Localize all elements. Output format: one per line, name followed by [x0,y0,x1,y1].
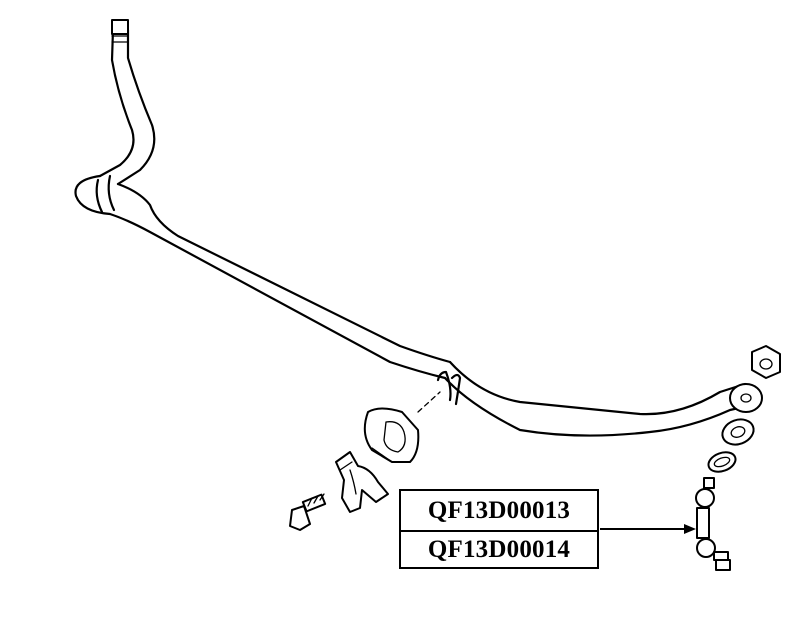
link-washer [707,451,737,473]
bushing-bracket [335,451,389,513]
bar-bushing [363,391,441,463]
bracket-bolt [289,493,327,531]
leader-arrow [600,524,696,534]
stabilizer-bar [74,19,763,437]
part-number-label: QF13D00013 [401,491,597,532]
link-nut [751,345,781,379]
stabilizer-link [695,477,731,571]
part-number-box: QF13D00013 QF13D00014 [399,489,599,569]
part-number-label: QF13D00014 [427,536,571,563]
link-cushion [721,418,755,446]
